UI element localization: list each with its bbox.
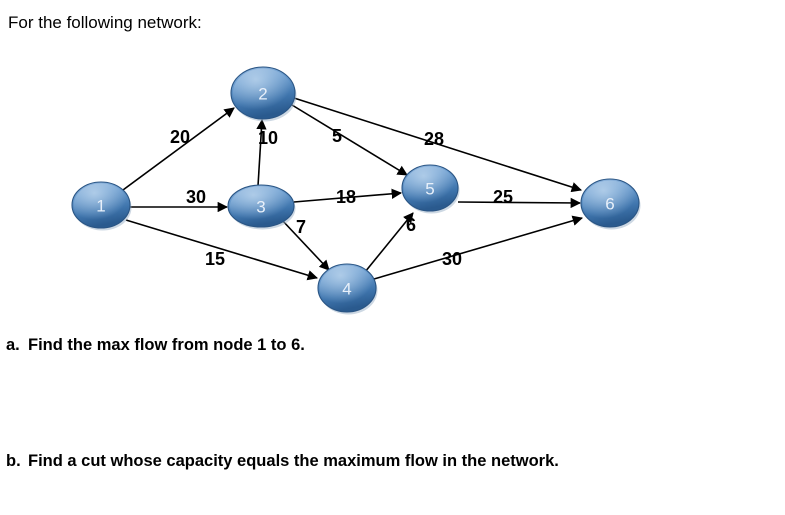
node-label-2: 2 <box>258 85 267 104</box>
node-3[interactable]: 3 <box>227 184 296 230</box>
node-gloss-6 <box>582 180 638 226</box>
node-label-1: 1 <box>96 197 105 216</box>
edge-1-to-2 <box>122 107 235 191</box>
edge-4-to-6 <box>373 215 583 280</box>
edges-layer <box>122 97 583 281</box>
edge-capacity-4-5: 6 <box>406 215 416 235</box>
question-a: a. Find the max flow from node 1 to 6. <box>6 336 305 355</box>
edge-capacity-5-6: 25 <box>493 187 513 207</box>
node-gloss-3 <box>229 186 293 226</box>
node-label-4: 4 <box>342 280 351 299</box>
node-label-6: 6 <box>605 195 614 214</box>
edge-capacity-1-4: 15 <box>205 249 225 269</box>
edge-3-to-2 <box>256 118 267 187</box>
node-label-3: 3 <box>256 198 265 217</box>
node-1[interactable]: 1 <box>71 181 132 231</box>
edge-capacity-1-3: 30 <box>186 187 206 207</box>
edge-labels-layer: 20 30 15 10 18 7 5 28 6 30 25 <box>170 126 513 269</box>
edge-capacity-3-5: 18 <box>336 187 356 207</box>
edge-5-to-6 <box>457 197 582 209</box>
page-title: For the following network: <box>8 13 202 32</box>
question-a-marker: a. <box>6 336 20 354</box>
edge-4-to-5 <box>364 212 414 273</box>
edge-capacity-2-6: 28 <box>424 129 444 149</box>
node-2[interactable]: 2 <box>230 66 297 122</box>
edge-capacity-3-2: 10 <box>258 128 278 148</box>
node-label-5: 5 <box>425 180 434 199</box>
node-4[interactable]: 4 <box>317 263 378 315</box>
node-5[interactable]: 5 <box>401 164 460 214</box>
node-gloss-1 <box>73 183 129 227</box>
edge-3-to-5 <box>293 188 403 203</box>
question-a-text: Find the max flow from node 1 to 6. <box>28 336 305 354</box>
question-b-text: Find a cut whose capacity equals the max… <box>28 452 559 470</box>
question-b-marker: b. <box>6 452 21 470</box>
edge-2-to-6 <box>293 97 582 193</box>
node-6[interactable]: 6 <box>580 178 641 230</box>
edge-capacity-3-4: 7 <box>296 217 306 237</box>
node-gloss-2 <box>232 68 294 118</box>
edge-capacity-1-2: 20 <box>170 127 190 147</box>
edge-2-to-5 <box>291 104 408 176</box>
edge-3-to-4 <box>280 218 330 271</box>
question-b: b. Find a cut whose capacity equals the … <box>6 452 559 471</box>
edge-1-to-4 <box>125 219 318 281</box>
node-gloss-5 <box>403 166 457 210</box>
node-gloss-4 <box>319 265 375 311</box>
edge-capacity-2-5: 5 <box>332 126 342 146</box>
edge-capacity-4-6: 30 <box>442 249 462 269</box>
